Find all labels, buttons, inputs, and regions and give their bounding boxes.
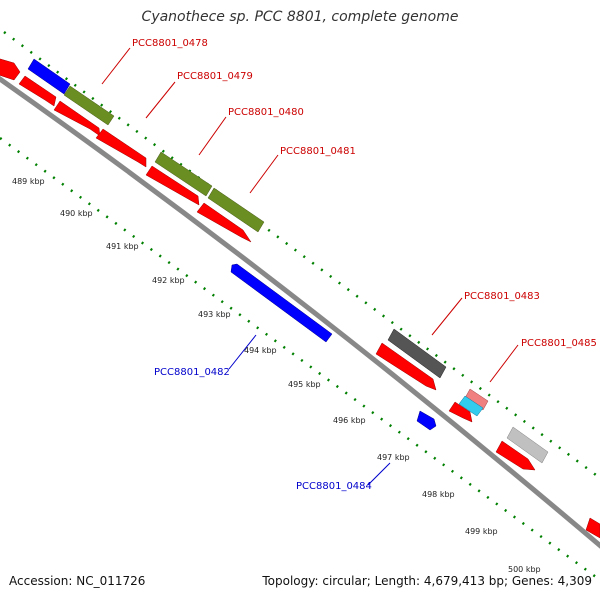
callout-line xyxy=(489,344,519,383)
gene-feature[interactable] xyxy=(495,440,536,471)
callout-line xyxy=(228,334,257,370)
gene-feature[interactable] xyxy=(464,388,489,411)
tick-label: 493 kbp xyxy=(198,310,231,319)
callout-line xyxy=(431,297,463,336)
tick-label: 491 kbp xyxy=(106,242,139,251)
gene-feature[interactable] xyxy=(63,85,115,126)
callout-line xyxy=(249,154,279,194)
tick-label: 499 kbp xyxy=(465,527,498,536)
gene-callouts: PCC8801_0478 PCC8801_0479 PCC8801_0480 P… xyxy=(101,38,597,492)
callout-line xyxy=(367,462,391,486)
gene-feature[interactable] xyxy=(18,75,57,107)
tick-label: 496 kbp xyxy=(333,416,366,425)
genome-title: Cyanothece sp. PCC 8801, complete genome xyxy=(141,9,459,25)
gene-feature[interactable] xyxy=(196,202,252,243)
callout-line xyxy=(145,81,176,119)
genome-summary: Topology: circular; Length: 4,679,413 bp… xyxy=(262,574,592,588)
tick-label: 489 kbp xyxy=(12,177,45,186)
callout-line xyxy=(198,116,227,156)
gene-features xyxy=(0,56,600,539)
gene-feature[interactable] xyxy=(387,328,447,379)
gene-feature[interactable] xyxy=(375,342,437,391)
outer-tick-ring xyxy=(3,30,600,480)
gene-label-PCC8801_0480[interactable]: PCC8801_0480 xyxy=(228,107,304,118)
gene-label-PCC8801_0481[interactable]: PCC8801_0481 xyxy=(280,146,356,157)
tick-label: 498 kbp xyxy=(422,490,455,499)
gene-feature[interactable] xyxy=(230,263,333,343)
gene-feature[interactable] xyxy=(448,401,473,423)
tick-label: 497 kbp xyxy=(377,453,410,462)
tick-label: 500 kbp xyxy=(508,565,541,574)
gene-feature[interactable] xyxy=(0,56,21,81)
gene-feature[interactable] xyxy=(53,100,101,137)
inner-dotted-ring xyxy=(0,136,600,582)
tick-labels: 489 kbp 490 kbp 491 kbp 492 kbp 493 kbp … xyxy=(12,177,541,574)
gene-label-PCC8801_0482[interactable]: PCC8801_0482 xyxy=(154,367,230,378)
gene-feature[interactable] xyxy=(506,426,549,464)
inner-tick-ring xyxy=(0,136,600,582)
gene-label-PCC8801_0478[interactable]: PCC8801_0478 xyxy=(132,38,208,49)
gene-label-PCC8801_0483[interactable]: PCC8801_0483 xyxy=(464,291,540,302)
genome-backbone xyxy=(0,75,600,549)
gene-feature[interactable] xyxy=(458,395,484,417)
gene-feature[interactable] xyxy=(95,128,147,168)
tick-label: 490 kbp xyxy=(60,209,93,218)
accession-label: Accession: NC_011726 xyxy=(9,574,146,588)
gene-feature[interactable] xyxy=(416,410,437,431)
gene-feature[interactable] xyxy=(585,517,600,539)
callout-line xyxy=(101,47,131,85)
tick-label: 495 kbp xyxy=(288,380,321,389)
gene-feature[interactable] xyxy=(145,165,200,206)
gene-feature[interactable] xyxy=(27,58,71,95)
tick-label: 494 kbp xyxy=(244,346,277,355)
gene-label-PCC8801_0479[interactable]: PCC8801_0479 xyxy=(177,71,253,82)
gene-feature[interactable] xyxy=(154,151,213,197)
tick-label: 492 kbp xyxy=(152,276,185,285)
gene-label-PCC8801_0485[interactable]: PCC8801_0485 xyxy=(521,338,597,349)
gene-feature[interactable] xyxy=(207,187,265,233)
outer-dotted-ring xyxy=(3,30,600,480)
gene-label-PCC8801_0484[interactable]: PCC8801_0484 xyxy=(296,481,372,492)
